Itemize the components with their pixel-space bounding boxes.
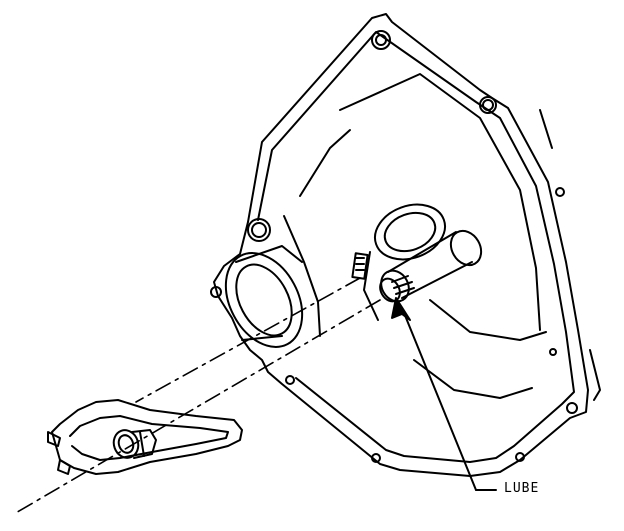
lube-callout-label: LUBE: [503, 481, 541, 497]
clutch-fork: [48, 400, 242, 474]
lube-leader: [392, 298, 496, 490]
bolt-hole: [248, 219, 270, 241]
housing-body-contour: [364, 252, 378, 320]
bolt-hole: [567, 403, 577, 413]
bolt-hole: [252, 223, 266, 237]
housing-right-edge: [590, 350, 600, 400]
housing-body-contour: [284, 216, 320, 336]
fork-outline: [52, 400, 242, 474]
guide-tube: [376, 225, 487, 306]
bolt-hole: [372, 454, 380, 462]
alignment-line-lower: [14, 300, 380, 514]
housing-body-contour: [414, 360, 532, 398]
bolt-hole: [286, 376, 294, 384]
housing-body-contour: [340, 74, 540, 330]
bolt-hole: [372, 31, 390, 49]
fork-inner: [70, 416, 228, 460]
alignment-line-upper: [136, 278, 360, 402]
bolt-hole: [211, 287, 221, 297]
clutch-housing: [211, 14, 600, 476]
housing-right-edge: [540, 110, 552, 148]
bolt-hole: [480, 97, 496, 113]
bearing-retainer: [367, 195, 452, 268]
bolt-hole: [550, 349, 556, 355]
lube-arrowhead: [392, 298, 410, 320]
housing-body-contour: [430, 300, 546, 340]
fork-finger: [48, 432, 60, 446]
housing-flange-inner: [258, 32, 574, 462]
pivot-clip: [352, 253, 367, 278]
release-bearing: [110, 427, 156, 462]
housing-body-contour: [300, 130, 350, 196]
bolt-hole: [516, 453, 524, 461]
fork-finger: [58, 460, 70, 474]
bolt-hole: [376, 35, 386, 45]
bolt-holes: [211, 31, 577, 462]
bolt-hole: [556, 188, 564, 196]
housing-flange-outline: [214, 14, 588, 476]
bolt-hole: [483, 100, 493, 110]
assembly-lines: [14, 278, 380, 514]
